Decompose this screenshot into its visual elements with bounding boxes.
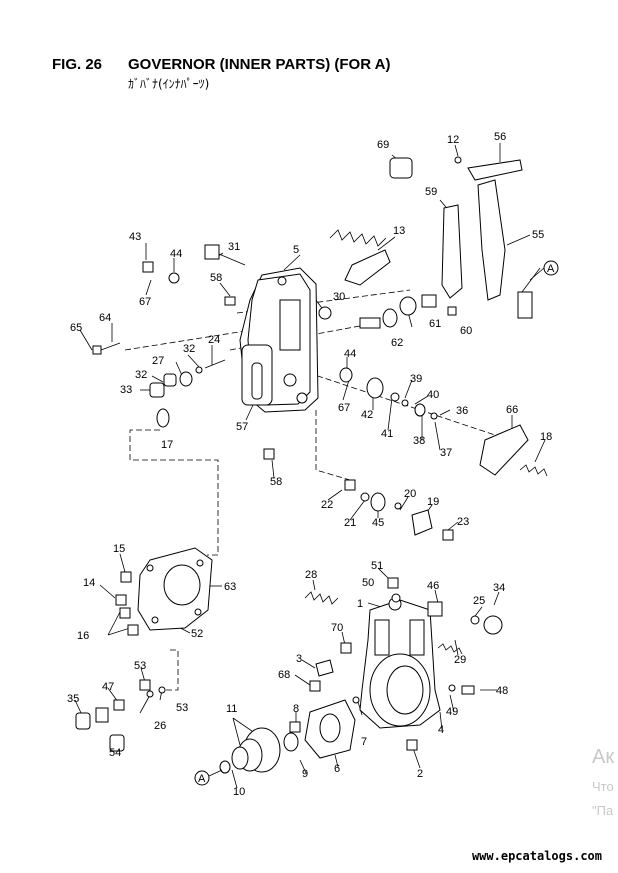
reference-marker-a-upper: A [529, 260, 559, 281]
callout-36: 36 [456, 405, 468, 417]
callout-52: 52 [191, 628, 203, 640]
overlay-text-3: "Па [592, 803, 614, 818]
fastener-shapes [75, 156, 503, 752]
flyweight-assembly-outline [219, 699, 356, 774]
callout-63: 63 [224, 581, 236, 593]
callout-28: 28 [305, 569, 317, 581]
callout-54: 54 [109, 747, 121, 759]
callout-41: 41 [381, 428, 393, 440]
callout-49: 49 [446, 706, 458, 718]
callout-60: 60 [460, 325, 472, 337]
callout-39: 39 [410, 373, 422, 385]
callout-32b: 32 [135, 369, 147, 381]
callout-31: 31 [228, 241, 240, 253]
callout-22: 22 [321, 499, 333, 511]
callout-64: 64 [99, 312, 111, 324]
callout-30: 30 [333, 291, 345, 303]
svg-text:A: A [198, 773, 206, 785]
callout-11: 11 [226, 703, 237, 715]
callout-61: 61 [429, 318, 441, 330]
callout-34: 34 [493, 582, 505, 594]
figure-subtitle: ｶﾞﾊﾞﾅ(ｲﾝﾅﾊﾟｰﾂ) [128, 77, 210, 91]
callout-9: 9 [302, 768, 308, 780]
governor-housing-outline [359, 597, 441, 729]
callout-66: 66 [506, 404, 518, 416]
callout-53b: 53 [176, 702, 188, 714]
callout-2: 2 [417, 768, 423, 780]
callout-37: 37 [440, 447, 452, 459]
callout-6: 6 [334, 763, 340, 775]
callout-29: 29 [454, 654, 466, 666]
callout-65: 65 [70, 322, 82, 334]
callout-4: 4 [438, 724, 444, 736]
callout-58a: 58 [210, 272, 222, 284]
callout-46: 46 [427, 580, 439, 592]
callout-14: 14 [83, 577, 95, 589]
callout-59: 59 [425, 186, 437, 198]
callout-25: 25 [473, 595, 485, 607]
callout-45: 45 [372, 517, 384, 529]
callout-13: 13 [393, 225, 405, 237]
callout-67a: 67 [139, 296, 151, 308]
site-watermark: www.epcatalogs.com [471, 849, 602, 863]
callout-27: 27 [152, 355, 164, 367]
callout-50: 50 [362, 577, 374, 589]
governor-cover-outline [239, 267, 319, 413]
callout-56: 56 [494, 131, 506, 143]
callout-15: 15 [113, 543, 125, 555]
rear-cover-plate-outline [137, 547, 213, 631]
callout-58b: 58 [270, 476, 282, 488]
callout-16: 16 [77, 630, 89, 642]
callout-43: 43 [129, 231, 141, 243]
callout-18: 18 [540, 431, 552, 443]
callout-26: 26 [154, 720, 166, 732]
callout-12: 12 [447, 134, 459, 146]
callout-24: 24 [208, 334, 220, 346]
callout-44b: 44 [344, 348, 356, 360]
callout-21: 21 [344, 517, 356, 529]
lever-assembly-outline [344, 159, 533, 476]
callout-44a: 44 [170, 248, 182, 260]
callout-20: 20 [404, 488, 416, 500]
callout-32a: 32 [183, 343, 195, 355]
callout-47: 47 [102, 681, 114, 693]
callout-5: 5 [293, 244, 299, 256]
callout-1: 1 [357, 598, 363, 610]
callout-19: 19 [427, 496, 439, 508]
callout-8: 8 [293, 703, 299, 715]
callout-51: 51 [371, 560, 383, 572]
callout-67b: 67 [338, 402, 350, 414]
callout-53a: 53 [134, 660, 146, 672]
figure-name: GOVERNOR (INNER PARTS) (FOR A) [128, 56, 391, 73]
callout-68: 68 [278, 669, 290, 681]
callout-10: 10 [233, 786, 245, 798]
callout-7: 7 [361, 736, 367, 748]
overlay-text-2: Что [592, 779, 614, 794]
callout-labels: 1 2 3 4 5 6 7 8 9 10 11 12 13 14 15 16 1… [67, 131, 552, 798]
callout-33: 33 [120, 384, 132, 396]
callout-57: 57 [236, 421, 248, 433]
callout-3: 3 [296, 653, 302, 665]
callout-69: 69 [377, 139, 389, 151]
callout-55: 55 [532, 229, 544, 241]
callout-42: 42 [361, 409, 373, 421]
callout-35: 35 [67, 693, 79, 705]
reference-marker-a-lower: A [194, 769, 223, 786]
callout-38: 38 [413, 435, 425, 447]
springs-outline [304, 229, 548, 655]
svg-text:A: A [547, 263, 555, 275]
overlay-text-1: Ак [592, 746, 615, 768]
figure-number: FIG. 26 [52, 56, 103, 73]
callout-40: 40 [427, 389, 439, 401]
callout-70: 70 [331, 622, 343, 634]
figure-title: FIG. 26 GOVERNOR (INNER PARTS) (FOR A) [52, 56, 391, 73]
callout-17: 17 [161, 439, 173, 451]
callout-23: 23 [457, 516, 469, 528]
callout-62: 62 [391, 337, 403, 349]
callout-48: 48 [496, 685, 508, 697]
